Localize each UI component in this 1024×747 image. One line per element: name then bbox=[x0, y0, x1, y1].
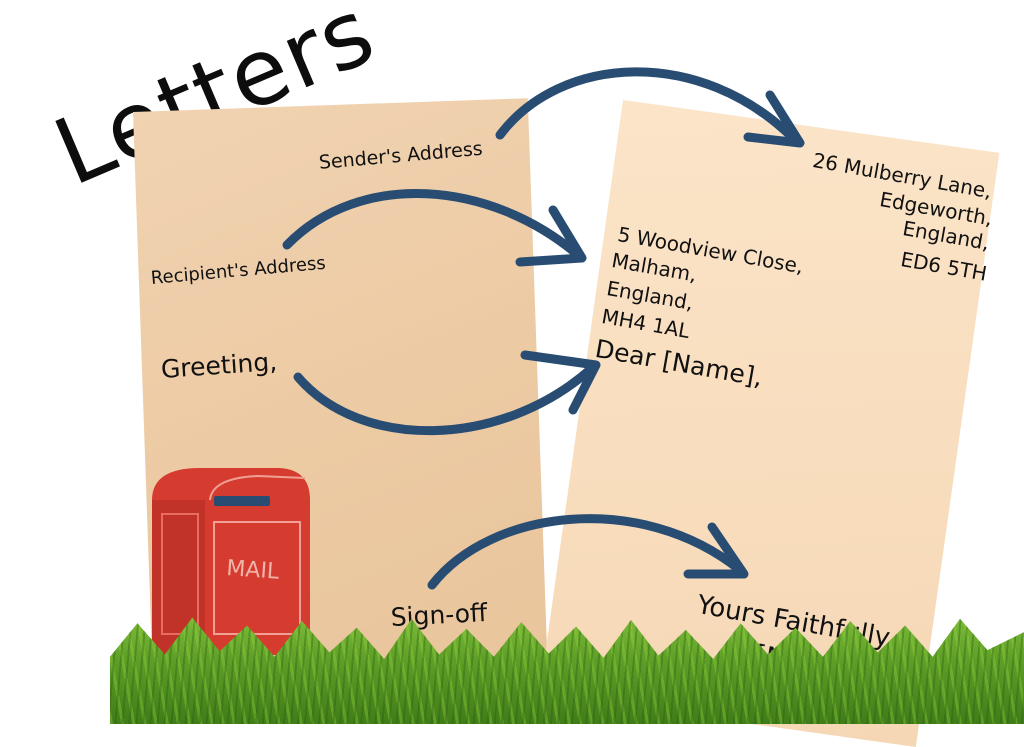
sender-address-arrow bbox=[495, 67, 805, 148]
mailbox-icon bbox=[152, 468, 310, 700]
mailbox-label: MAIL bbox=[226, 556, 281, 585]
connector-arrows bbox=[282, 67, 805, 590]
greeting-arrow bbox=[293, 350, 601, 436]
recipient-address-arrow bbox=[282, 189, 587, 267]
signoff-arrow bbox=[427, 514, 749, 590]
mailbox-illustration: MAIL bbox=[152, 468, 310, 700]
